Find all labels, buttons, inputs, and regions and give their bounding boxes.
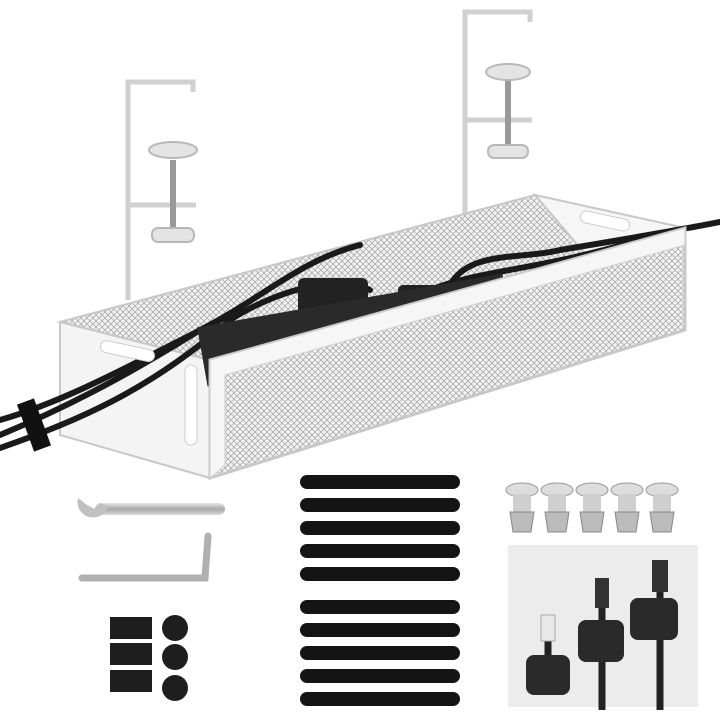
hex-key-tool — [78, 532, 212, 582]
desk-clamp-left — [125, 79, 198, 300]
adhesive-pads — [110, 615, 188, 701]
wrench-tool — [77, 498, 225, 518]
desk-clamp-right — [462, 9, 533, 215]
screws — [505, 482, 679, 533]
velcro-straps — [300, 475, 460, 706]
cable-clips — [508, 545, 698, 710]
cable-tray — [0, 193, 720, 481]
